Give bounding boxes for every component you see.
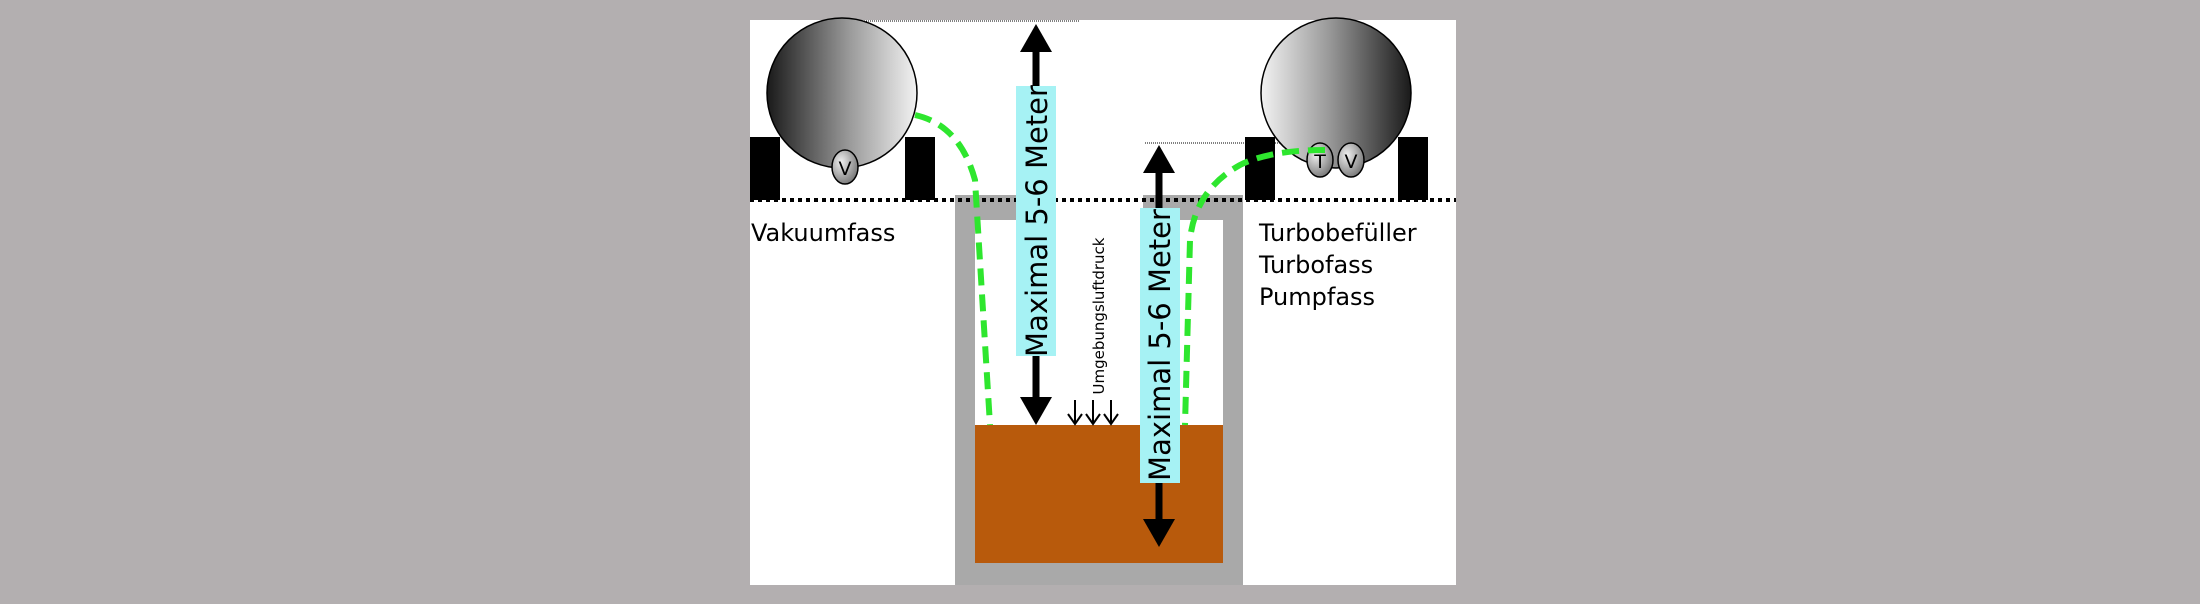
top-middle-panel [955, 20, 1243, 195]
right-height-label-bg [1140, 208, 1180, 483]
right-valve-v-icon [1337, 142, 1365, 178]
vacuum-tank: V [750, 17, 935, 200]
height-arrow-left: Maximal 5-6 Meter [1016, 24, 1056, 425]
height-arrow-right: Maximal 5-6 Meter [1140, 145, 1180, 547]
left-valve-icon [831, 149, 859, 185]
left-arrowhead-down [1020, 397, 1052, 425]
air-pressure-indicator: Umgebungsluftdruck [1067, 237, 1119, 426]
turbo-tank-label-line-1: Turbobefüller [1258, 219, 1417, 247]
turbo-tank-label-line-3: Pumpfass [1259, 283, 1375, 311]
right-tank-body [1260, 17, 1412, 169]
slurry [975, 425, 1223, 563]
right-wheel-1 [1245, 137, 1275, 200]
right-arrowhead-up [1143, 145, 1175, 173]
left-height-label-bg [1016, 86, 1056, 356]
pit-wall-right [1223, 195, 1243, 585]
pressure-label: Umgebungsluftdruck [1090, 237, 1108, 394]
right-arrowhead-down [1143, 519, 1175, 547]
left-valve-label: V [839, 158, 852, 180]
pit-floor [955, 563, 1243, 585]
turbo-tank-label-line-2: Turbofass [1258, 251, 1373, 279]
vacuum-tank-label: Vakuumfass [751, 219, 895, 247]
left-arrowhead-up [1020, 24, 1052, 52]
left-tank-body [766, 17, 918, 169]
left-hose [914, 112, 993, 426]
turbo-tank-label: Turbobefüller Turbofass Pumpfass [1258, 219, 1424, 311]
left-wheel-1 [750, 137, 780, 200]
left-wheel-2 [905, 137, 935, 200]
pit-wall-left [955, 195, 975, 585]
right-hose [1182, 147, 1326, 426]
turbo-tank: T V [1245, 17, 1428, 200]
right-valve-v-label: V [1345, 151, 1358, 173]
right-wheel-2 [1398, 137, 1428, 200]
height-label-left: Maximal 5-6 Meter [1020, 85, 1054, 357]
pressure-arrowhead-3 [1103, 413, 1119, 426]
height-label-right: Maximal 5-6 Meter [1143, 209, 1177, 481]
pressure-arrowhead-1 [1067, 413, 1083, 426]
right-valve-t-label: T [1313, 151, 1326, 173]
pressure-arrowhead-2 [1085, 413, 1101, 426]
